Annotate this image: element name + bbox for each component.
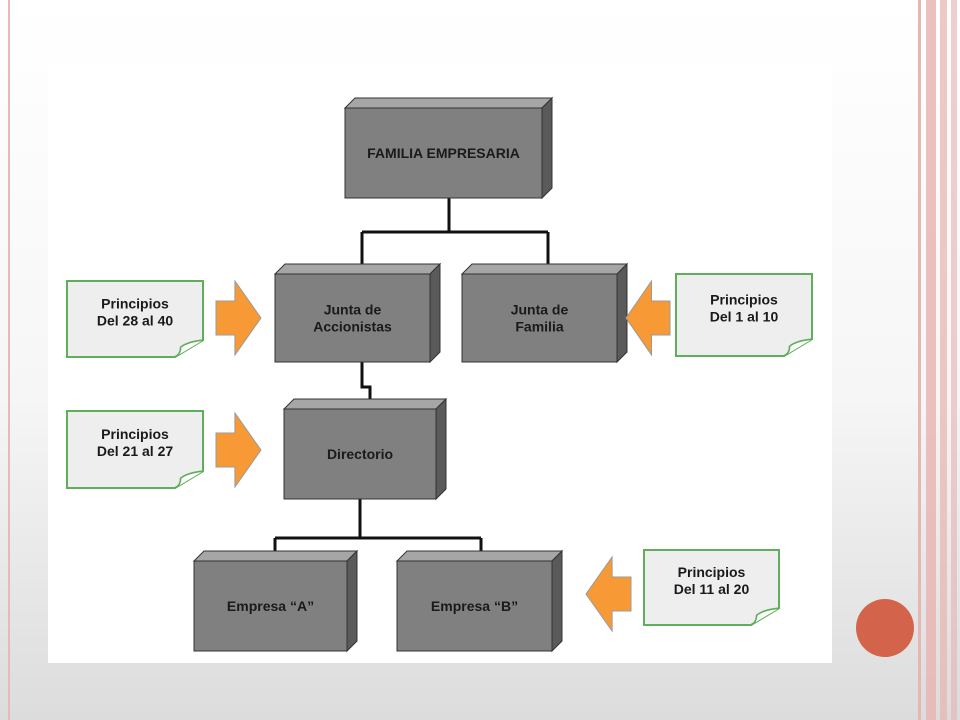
connector-line bbox=[360, 198, 550, 265]
right-border-stripe-2 bbox=[926, 0, 936, 720]
empresa-a-box-label-line-1: Empresa “A” bbox=[227, 598, 314, 614]
box-side-face bbox=[429, 262, 441, 364]
familia-empresaria-box: FAMILIA EMPRESARIA bbox=[343, 96, 554, 200]
box-side-face bbox=[551, 549, 563, 653]
note-principios-28-40-label-line-2: Del 28 al 40 bbox=[97, 312, 173, 328]
connector-line bbox=[273, 499, 483, 552]
box-top-face bbox=[343, 97, 554, 109]
box-top-face bbox=[273, 263, 442, 275]
note-principios-1-10-label-line-2: Del 1 al 10 bbox=[710, 308, 779, 324]
arrow-left-icon bbox=[625, 279, 671, 357]
box-front-face bbox=[274, 273, 431, 363]
box-front-face bbox=[193, 560, 348, 652]
box-front-face bbox=[283, 408, 437, 500]
note-principios-11-20-label-line-2: Del 11 al 20 bbox=[674, 581, 750, 597]
directorio-box: Directorio bbox=[282, 397, 448, 501]
left-border-line bbox=[8, 0, 10, 720]
box-top-face bbox=[282, 398, 448, 410]
junta-accionistas-box-label-line-2: Accionistas bbox=[313, 318, 392, 334]
note-folded-corner bbox=[174, 470, 204, 489]
box-top-face bbox=[395, 550, 564, 562]
arrows bbox=[215, 279, 671, 633]
empresa-a-box: Empresa “A” bbox=[192, 549, 359, 653]
arrow-right-icon bbox=[215, 279, 262, 357]
right-border-stripe-1 bbox=[918, 0, 921, 720]
box-top-face bbox=[192, 550, 359, 562]
box-front-face bbox=[344, 107, 543, 199]
note-folded-corner bbox=[174, 339, 204, 358]
box-top-face bbox=[460, 263, 629, 275]
box-side-face bbox=[616, 262, 628, 364]
junta-accionistas-box-label-line-1: Junta de bbox=[324, 301, 382, 317]
note-principios-28-40-label-line-1: Principios bbox=[101, 295, 169, 311]
note-principios-21-27-label-line-1: Principios bbox=[101, 426, 169, 442]
arrow-right-icon bbox=[215, 411, 262, 489]
box-front-face bbox=[461, 273, 618, 363]
connector-line bbox=[360, 362, 372, 402]
junta-familia-box-label-line-2: Familia bbox=[515, 318, 563, 334]
empresa-b-box-label-line-1: Empresa “B” bbox=[431, 598, 518, 614]
note-folded-corner bbox=[750, 607, 780, 626]
note-principios-1-10-label-line-1: Principios bbox=[710, 291, 778, 307]
familia-empresaria-box-label-line-1: FAMILIA EMPRESARIA bbox=[367, 145, 520, 161]
box-side-face bbox=[346, 549, 358, 653]
note-folded-corner bbox=[783, 338, 813, 357]
decorative-circle bbox=[856, 599, 914, 657]
note-principios-11-20-label-line-1: Principios bbox=[678, 564, 746, 580]
right-border-stripe-3 bbox=[940, 0, 947, 720]
note-principios-21-27-label-line-2: Del 21 al 27 bbox=[97, 443, 173, 459]
right-border-stripe-4 bbox=[951, 0, 957, 720]
empresa-b-box: Empresa “B” bbox=[395, 549, 564, 653]
connector-lines bbox=[273, 198, 550, 552]
box-side-face bbox=[541, 96, 553, 200]
directorio-box-label-line-1: Directorio bbox=[327, 446, 393, 462]
box-side-face bbox=[435, 397, 447, 501]
junta-familia-box-label-line-1: Junta de bbox=[511, 301, 569, 317]
arrow-left-icon bbox=[585, 555, 632, 633]
box-front-face bbox=[396, 560, 553, 652]
